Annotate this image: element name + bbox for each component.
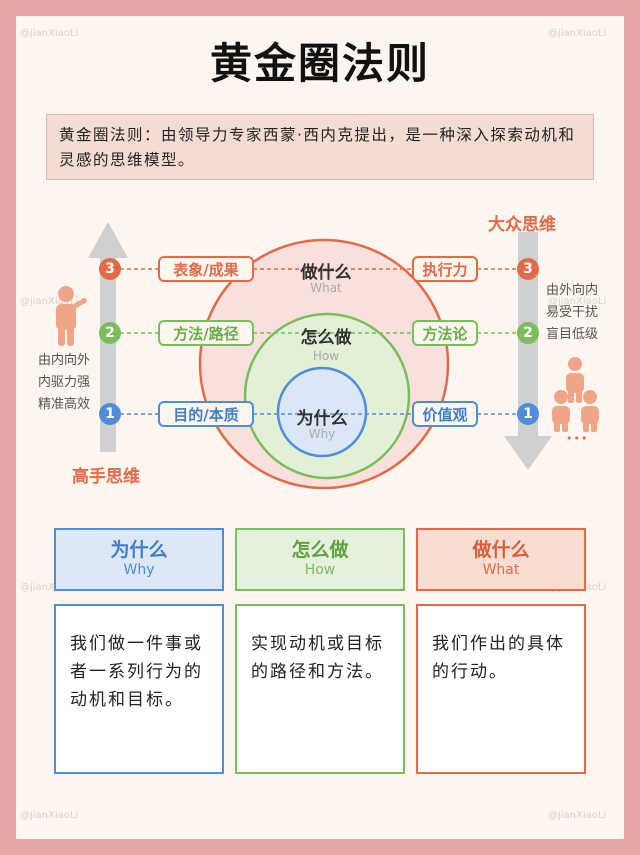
- why-card-subtitle: Why: [123, 562, 155, 578]
- what-card-subtitle: What: [482, 562, 520, 578]
- level2-badge-right: 2: [517, 322, 539, 344]
- why-card-header: 为什么 Why: [54, 528, 224, 591]
- right-desc: 由外向内 易受干扰 盲目低级: [546, 280, 598, 346]
- what-card-header: 做什么 What: [416, 528, 586, 591]
- mass-thinking-label: 大众思维: [488, 215, 556, 235]
- tag-methodology: 方法论: [412, 320, 478, 346]
- watermark: @jianXiaoLi: [548, 28, 607, 39]
- right-down-arrow: [504, 232, 552, 470]
- left-desc-line: 精准高效: [38, 397, 91, 412]
- how-card-header: 怎么做 How: [235, 528, 405, 591]
- how-card-body: 实现动机或目标的路径和方法。: [235, 604, 405, 774]
- right-desc-line: 由外向内: [546, 283, 599, 298]
- watermark: @jianXiaoLi: [20, 810, 79, 821]
- tag-execution: 执行力: [412, 256, 478, 282]
- page-title: 黄金圈法则: [209, 39, 430, 88]
- level2-badge-left: 2: [99, 322, 121, 344]
- intro-text: 黄金圈法则：由领导力专家西蒙·西内克提出，是一种深入探索动机和灵感的思维模型。: [46, 114, 594, 180]
- how-circle-sublabel: How: [312, 349, 340, 363]
- what-circle-sublabel: What: [310, 281, 342, 295]
- crowd-figures: [552, 357, 599, 432]
- what-circle-label: 做什么: [300, 263, 352, 283]
- level3-badge-left: 3: [99, 258, 121, 280]
- how-card-subtitle: How: [304, 562, 336, 578]
- level1-badge-right: 1: [517, 403, 539, 425]
- why-circle-label: 为什么: [296, 409, 348, 429]
- level1-badge-left: 1: [99, 403, 121, 425]
- left-desc: 由内向外 内驱力强 精准高效: [38, 350, 90, 416]
- expert-thinking-label: 高手思维: [72, 467, 140, 487]
- what-card-body: 我们作出的具体的行动。: [416, 604, 586, 774]
- tag-values: 价值观: [412, 401, 478, 427]
- right-desc-line: 盲目低级: [546, 327, 599, 342]
- tag-appearance-result: 表象/成果: [158, 256, 254, 282]
- why-circle: [276, 366, 368, 458]
- level3-badge-right: 3: [517, 258, 539, 280]
- tag-purpose-essence: 目的/本质: [158, 401, 254, 427]
- ellipsis: •••: [566, 432, 589, 445]
- left-desc-line: 内驱力强: [38, 375, 91, 390]
- why-card-body: 我们做一件事或者一系列行为的动机和目标。: [54, 604, 224, 774]
- watermark: @jianXiaoLi: [20, 296, 79, 307]
- watermark: @jianXiaoLi: [548, 810, 607, 821]
- why-card-title: 为什么: [110, 539, 168, 561]
- tag-method-path: 方法/路径: [158, 320, 254, 346]
- right-desc-line: 易受干扰: [546, 305, 599, 320]
- watermark: @jianXiaoLi: [20, 28, 79, 39]
- how-circle-label: 怎么做: [300, 328, 352, 348]
- watermark: @jianXiaoLi: [548, 296, 607, 307]
- left-desc-line: 由内向外: [38, 353, 91, 368]
- what-card-title: 做什么: [472, 539, 530, 561]
- thinker-figure: [56, 286, 87, 346]
- why-circle-sublabel: Why: [308, 427, 336, 441]
- how-card-title: 怎么做: [291, 539, 349, 561]
- watermark: @jianXiaoLi: [20, 582, 79, 593]
